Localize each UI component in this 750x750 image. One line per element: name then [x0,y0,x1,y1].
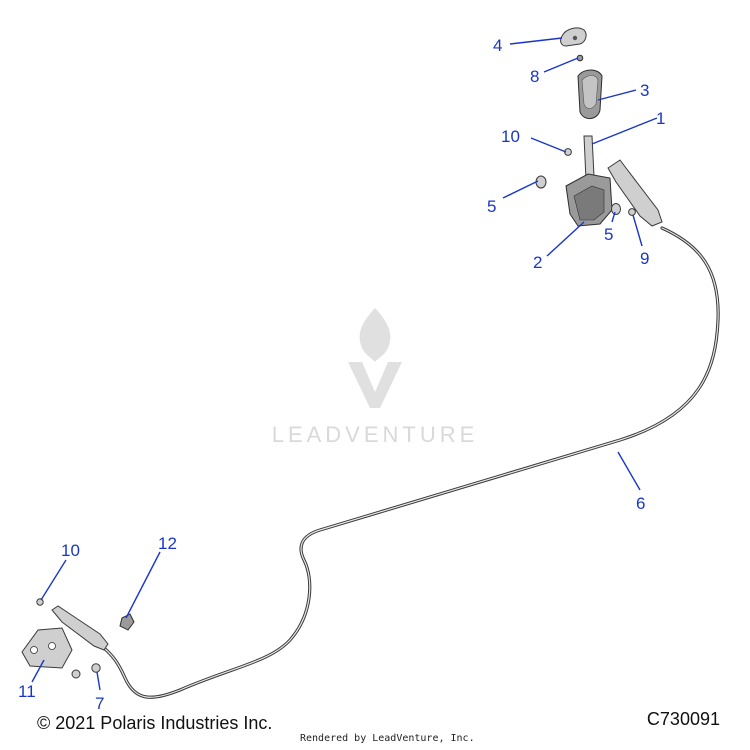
cable-assembly [102,226,720,699]
nut-right [91,663,101,673]
leadventure-watermark: LEADVENTURE [272,308,479,447]
cable-fitting [119,613,135,631]
shifter-assembly [535,27,663,227]
upper-cable-end [607,159,663,227]
lower-cable-end [51,605,109,651]
callout-4: 4 [493,36,502,55]
lower-clip [36,598,44,606]
callout-12: 12 [158,534,177,553]
callout-11: 11 [18,682,36,701]
bushing-right [611,203,621,215]
leader-5b [611,211,616,223]
leader-9 [632,214,643,247]
leader-12 [125,551,161,619]
leader-2 [546,221,585,257]
callout-10a: 10 [501,127,520,146]
nut-left [71,669,81,679]
rendered-by-credit: Rendered by LeadVenture, Inc. [300,733,475,744]
leader-5a [502,180,539,199]
leader-3 [597,89,637,101]
knob-screw [576,54,584,62]
callout-2: 2 [533,253,542,272]
diagram-code: C730091 [646,709,720,729]
copyright-notice: © 2021 Polaris Industries Inc. [37,713,273,733]
callout-8: 8 [530,67,539,86]
leader-4 [509,37,563,45]
callout-9: 9 [640,249,649,268]
callout-5b: 5 [604,225,613,244]
leadventure-logo-icon [348,308,402,408]
callout-10b: 10 [61,541,80,560]
leader-11 [31,659,45,683]
leader-lines [31,37,658,691]
cable-clip-upper [628,208,636,216]
shift-cable-core [103,227,719,698]
callout-7: 7 [95,694,104,713]
callout-3: 3 [640,81,649,100]
watermark-text: LEADVENTURE [272,422,479,447]
leader-7 [96,671,101,691]
leader-10a [530,137,567,153]
callout-6: 6 [636,494,645,513]
leader-1 [591,117,658,145]
leader-8 [543,57,579,73]
shift-cable [102,226,720,699]
leader-6 [617,451,641,491]
callout-1: 1 [656,109,665,128]
lower-bracket [21,627,73,669]
callout-5a: 5 [487,197,496,216]
leader-10b [40,559,67,601]
lower-assembly [21,598,135,679]
callout-labels: 1 2 3 4 5 5 6 7 8 9 10 10 11 12 [18,36,665,713]
